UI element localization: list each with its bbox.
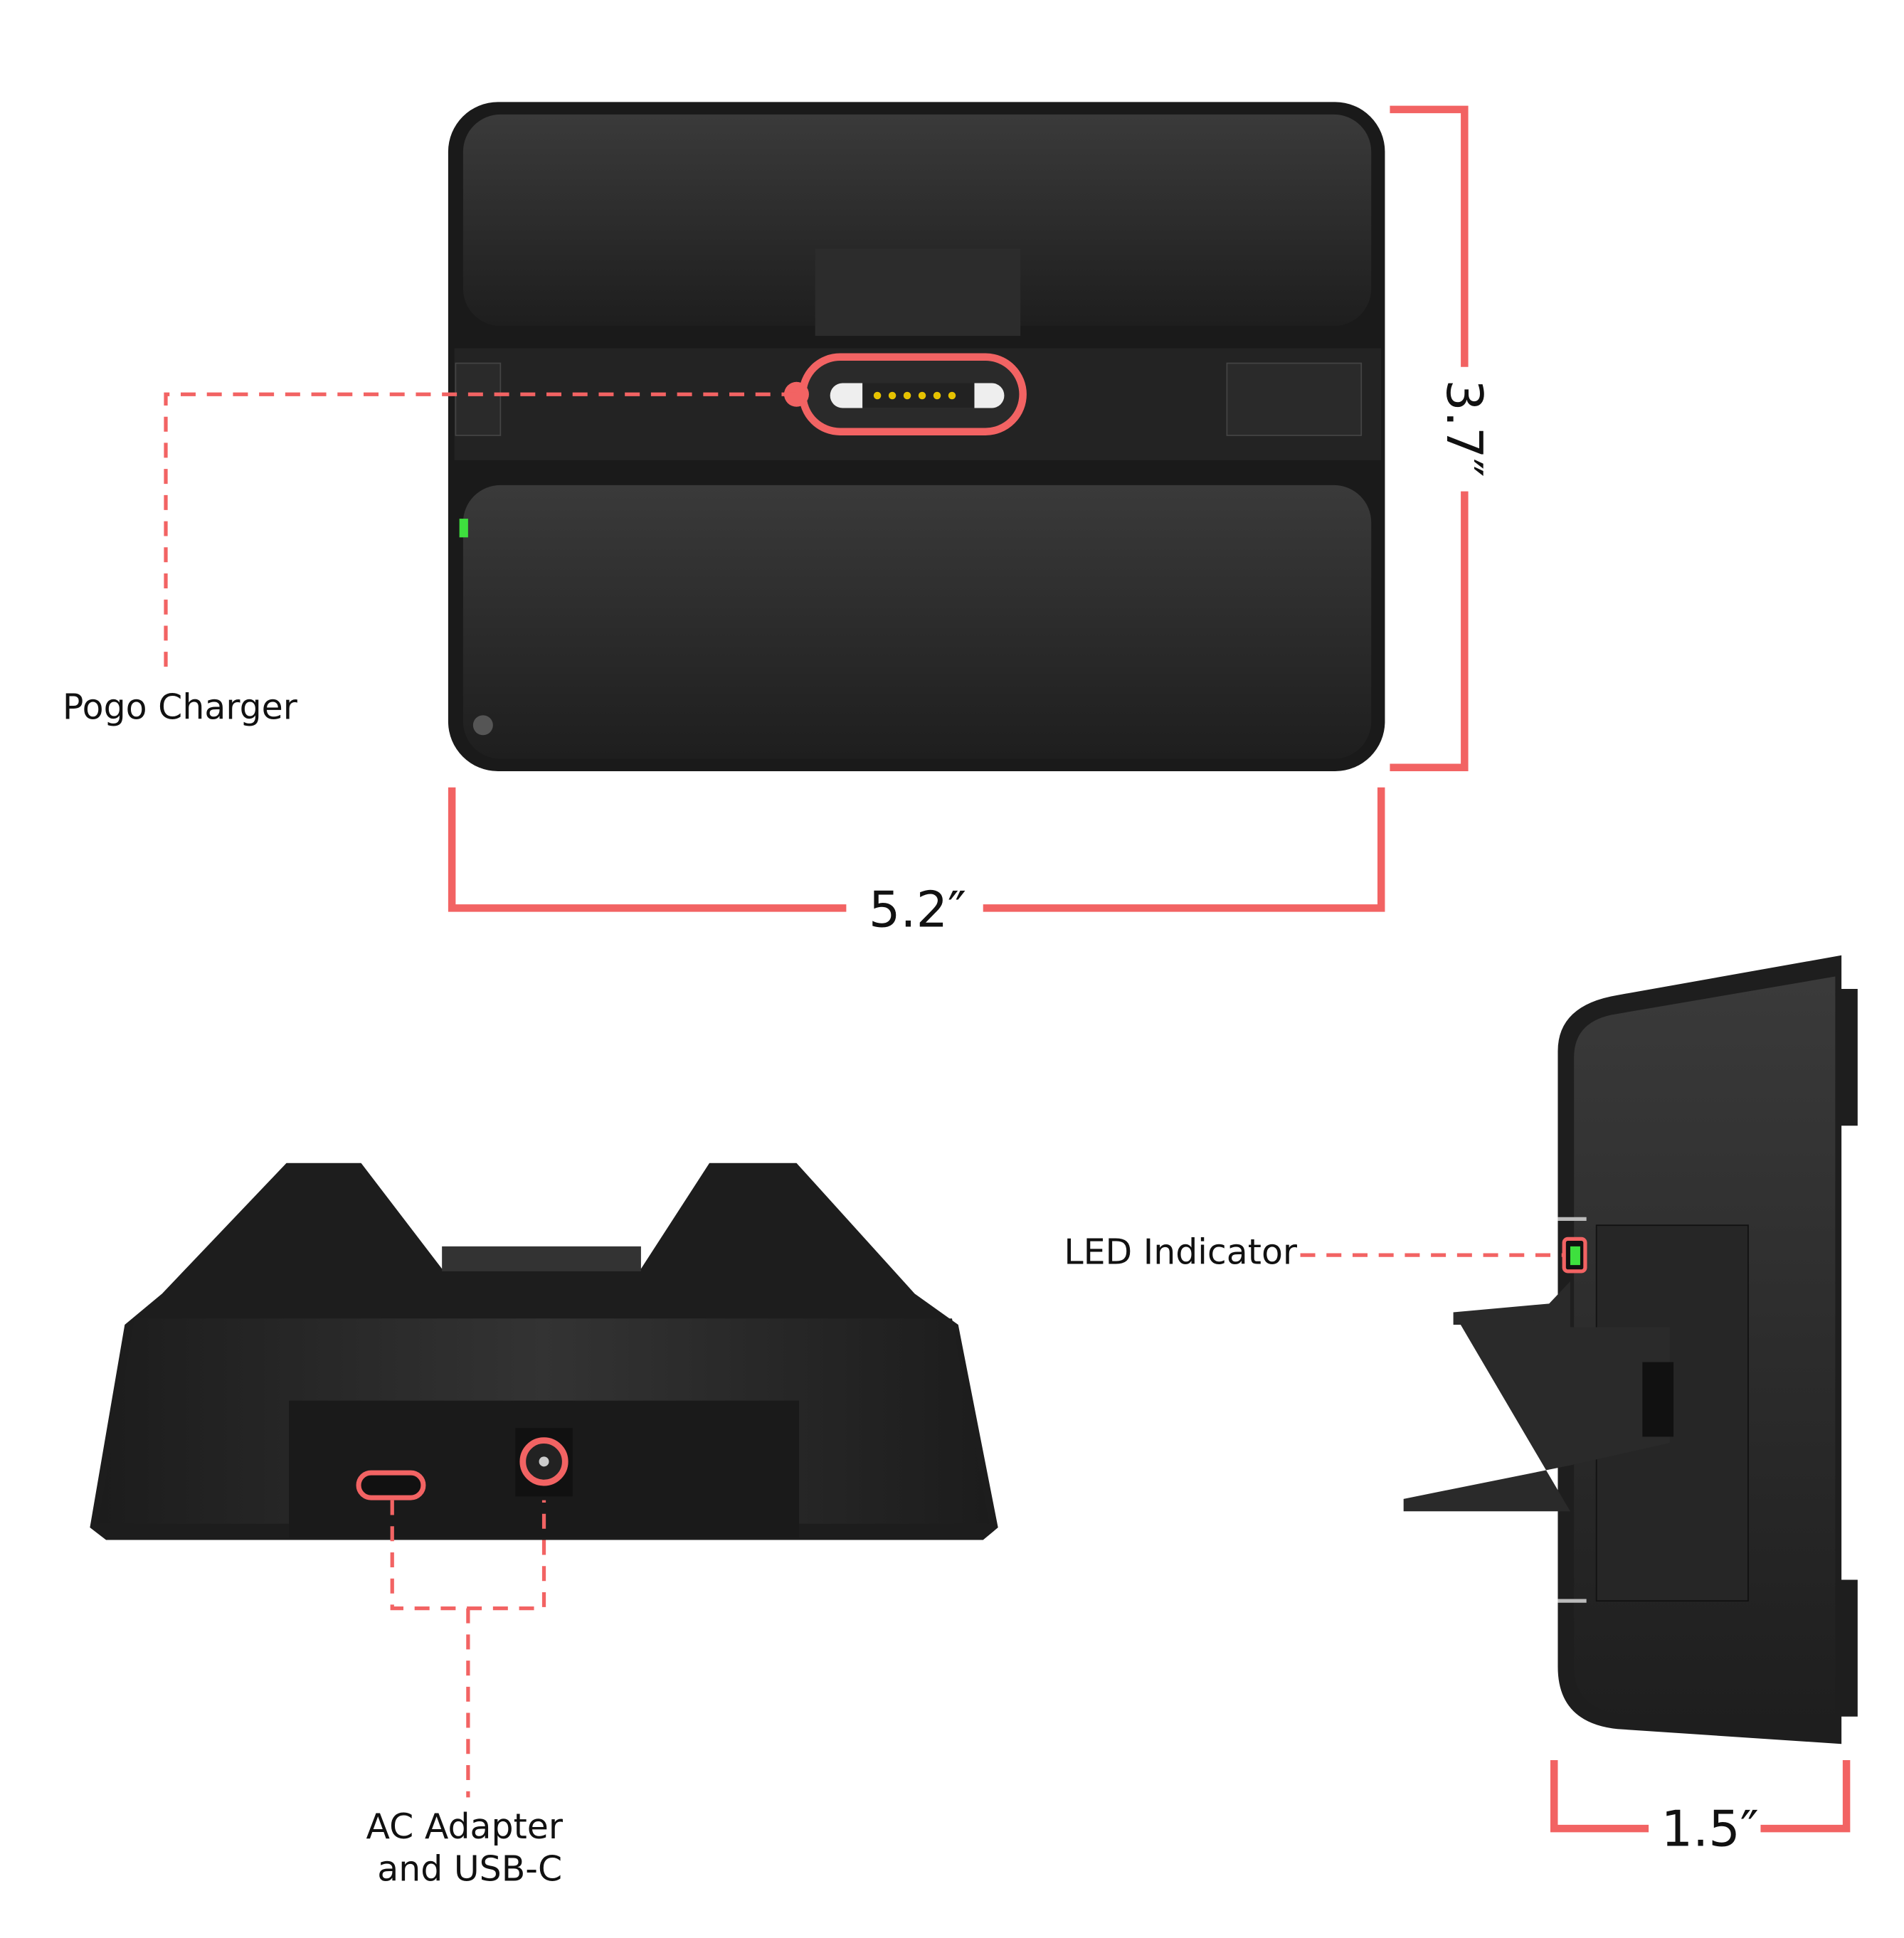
width-dimension: 5.2″: [448, 787, 1385, 939]
pogo-connector: [798, 353, 1027, 435]
top-view-dock: [448, 102, 1385, 772]
pogo-charger-label: Pogo Charger: [63, 687, 298, 728]
pogo-callout-line: [164, 381, 809, 678]
height-dimension: 3.7″: [1390, 105, 1493, 772]
side-view-dock: [1403, 955, 1858, 1744]
front-view-dock: [90, 1163, 998, 1540]
led-icon: [459, 519, 468, 538]
usb-c-port: [356, 1470, 426, 1500]
height-dimension-label: 3.7″: [1435, 379, 1493, 477]
depth-dimension-label: 1.5″: [1661, 1801, 1759, 1858]
ac-adapter-label: AC Adapter: [366, 1806, 564, 1847]
ac-callout-line: [390, 1500, 546, 1798]
led-indicator-label: LED Indicator: [1064, 1232, 1298, 1272]
usb-c-label: and USB-C: [377, 1849, 562, 1890]
depth-dimension: 1.5″: [1550, 1759, 1851, 1858]
width-dimension-label: 5.2″: [869, 881, 966, 939]
